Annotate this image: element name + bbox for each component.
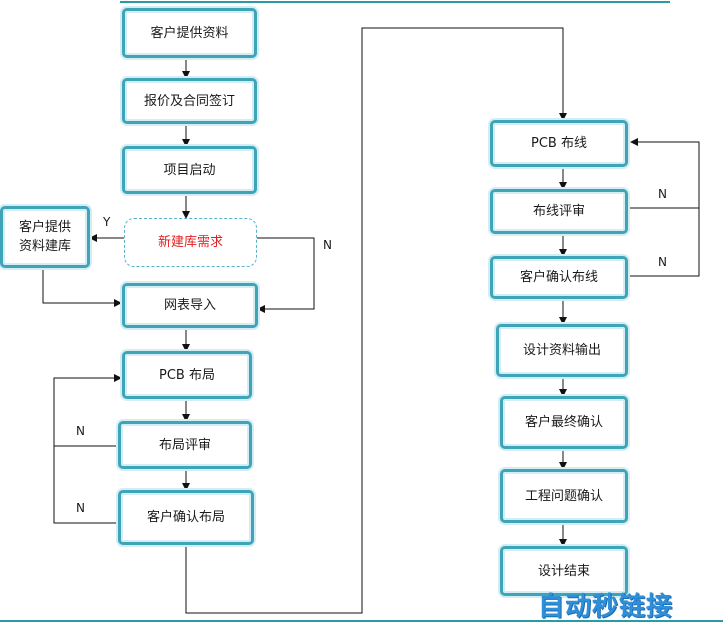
node-quote-contract: 报价及合同签订 bbox=[122, 78, 257, 124]
node-design-end: 设计结束 bbox=[500, 546, 628, 596]
node-label: 客户最终确认 bbox=[524, 415, 603, 430]
label-yes-library: Y bbox=[103, 215, 111, 229]
node-client-provides-data: 客户提供资料 bbox=[122, 8, 257, 58]
node-label: PCB 布线 bbox=[531, 136, 587, 151]
label-no-library: N bbox=[323, 238, 332, 252]
node-label: 报价及合同签订 bbox=[143, 93, 235, 109]
label-no-routing-review: N bbox=[658, 187, 667, 201]
node-label: 客户确认布局 bbox=[146, 510, 225, 525]
loop-routing-confirm bbox=[628, 138, 700, 277]
node-label: 设计资料输出 bbox=[522, 343, 601, 358]
node-client-confirm-routing: 客户确认布线 bbox=[490, 256, 628, 299]
node-design-output: 设计资料输出 bbox=[496, 324, 628, 377]
loop-layout-review bbox=[53, 378, 120, 447]
node-label-line1: 客户提供 bbox=[18, 220, 71, 235]
node-label: 新建库需求 bbox=[157, 235, 223, 250]
connector-to-routing bbox=[185, 27, 567, 614]
node-label: 客户提供资料 bbox=[150, 25, 229, 41]
node-client-confirm-layout: 客户确认布局 bbox=[118, 490, 254, 545]
node-new-library-request: 新建库需求 bbox=[124, 218, 257, 267]
node-label: PCB 布局 bbox=[159, 367, 215, 383]
node-label: 工程问题确认 bbox=[524, 488, 603, 504]
arrow-library-netlist bbox=[42, 266, 122, 307]
watermark-logo: 自动秒链接 bbox=[538, 592, 674, 622]
node-client-library: 客户提供 资料建库 bbox=[0, 206, 90, 268]
node-label: 客户确认布线 bbox=[519, 270, 598, 285]
node-client-final-confirm: 客户最终确认 bbox=[500, 396, 628, 449]
node-pcb-routing: PCB 布线 bbox=[490, 120, 628, 167]
loop-layout-confirm bbox=[53, 374, 122, 524]
node-label: 布局评审 bbox=[158, 437, 211, 453]
node-label: 网表导入 bbox=[163, 298, 216, 313]
node-routing-review: 布线评审 bbox=[490, 189, 628, 234]
node-pcb-layout: PCB 布局 bbox=[122, 351, 252, 399]
node-layout-review: 布局评审 bbox=[118, 421, 252, 469]
node-label: 设计结束 bbox=[537, 563, 590, 579]
node-label: 项目启动 bbox=[163, 162, 216, 178]
arrow-no-library bbox=[256, 237, 315, 313]
node-netlist-import: 网表导入 bbox=[122, 283, 258, 328]
label-no-routing-confirm: N bbox=[658, 255, 667, 269]
node-label: 客户提供 资料建库 bbox=[19, 218, 71, 256]
node-label-line2: 资料建库 bbox=[18, 239, 71, 254]
node-project-start: 项目启动 bbox=[122, 146, 257, 194]
label-no-layout-confirm: N bbox=[76, 501, 85, 515]
node-engineering-issues: 工程问题确认 bbox=[500, 469, 628, 523]
label-no-layout-review: N bbox=[76, 424, 85, 438]
node-label: 布线评审 bbox=[532, 204, 585, 219]
